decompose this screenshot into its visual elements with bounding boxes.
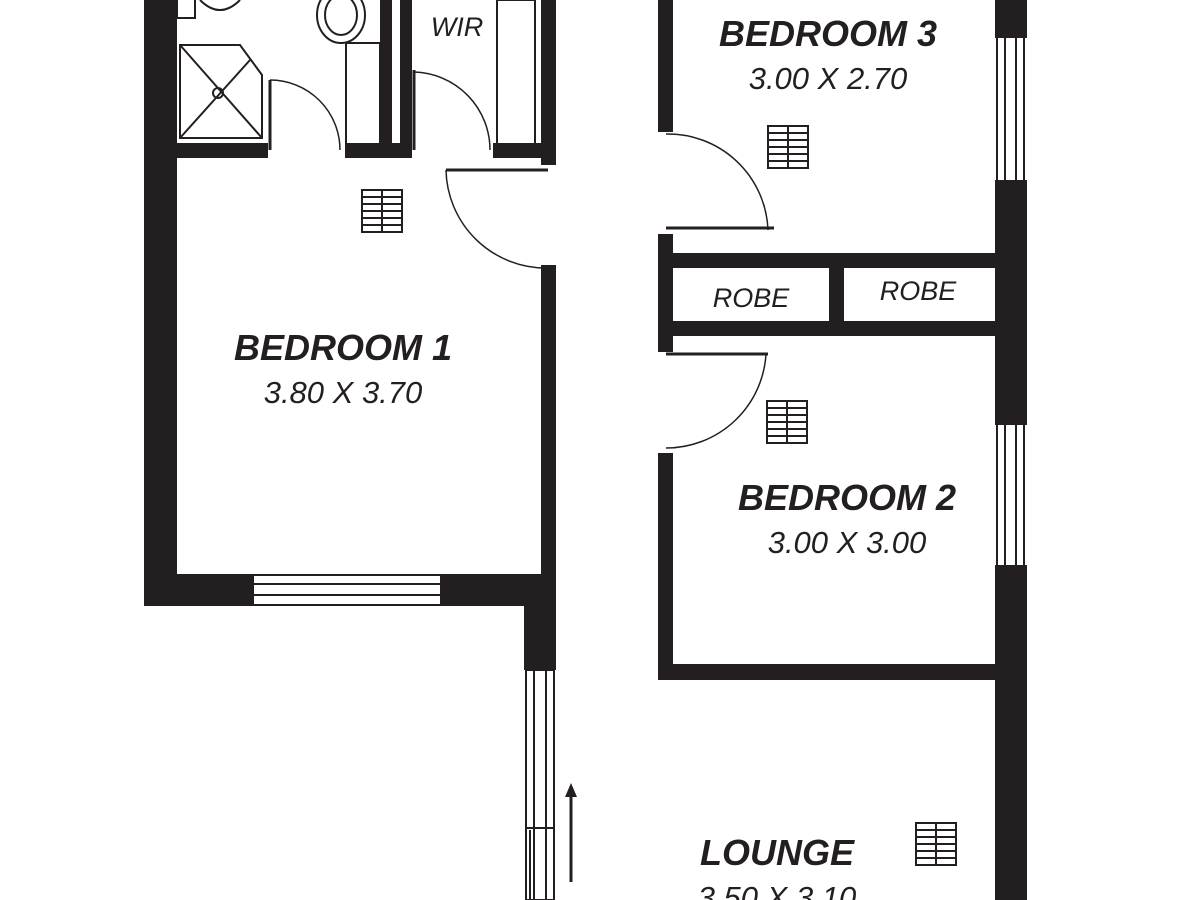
robe2-label: ROBE <box>880 276 958 306</box>
lounge-size: 3.50 X 3.10 <box>698 880 857 900</box>
bedroom1-window <box>251 574 443 606</box>
east-wall-c <box>995 565 1027 900</box>
bedroom1-door <box>445 168 548 269</box>
robe-divider <box>829 253 844 336</box>
bedroom3-size: 3.00 X 2.70 <box>749 61 908 96</box>
entry-arrow-icon <box>565 783 577 882</box>
vent-icon <box>766 400 808 444</box>
robe2-interior <box>844 268 995 321</box>
bedroom3-west-wall-a <box>658 0 673 132</box>
vent-icon <box>915 822 957 866</box>
bedroom3-door <box>665 133 774 231</box>
bedroom3-name: BEDROOM 3 <box>719 13 937 54</box>
wir-east-wall <box>541 0 556 165</box>
bedroom1-name: BEDROOM 1 <box>234 327 452 368</box>
walls <box>144 0 1027 900</box>
ensuite-door <box>268 79 341 151</box>
bedroom2-door <box>665 352 768 449</box>
sliding-door <box>525 669 555 900</box>
east-wall-a <box>995 0 1027 38</box>
wir-door <box>412 70 491 151</box>
ensuite-wall-a <box>177 143 268 158</box>
robe1-label: ROBE <box>713 283 791 313</box>
bedroom2-south-wall <box>658 664 1000 680</box>
hall-wall-pier <box>524 596 556 670</box>
fixtures <box>176 0 536 148</box>
vanity-icon <box>176 0 241 19</box>
vent-icons <box>361 125 957 866</box>
bedroom2-window <box>996 422 1025 568</box>
bedroom2-name: BEDROOM 2 <box>738 477 956 518</box>
vent-icon <box>361 189 403 233</box>
bedroom3-window <box>996 35 1025 183</box>
ensuite-wir-partition-2 <box>400 0 412 150</box>
bedroom2-size: 3.00 X 3.00 <box>768 525 927 560</box>
bedroom1-size: 3.80 X 3.70 <box>264 375 423 410</box>
robe1-interior <box>673 268 829 321</box>
windows <box>251 35 1025 900</box>
bedroom1-west-wall <box>144 0 177 606</box>
bedroom2-west-wall <box>658 453 673 679</box>
bedroom1-east-wall <box>541 265 556 606</box>
east-wall-b <box>995 180 1027 425</box>
shower-icon <box>179 44 263 139</box>
wir-shelf <box>496 0 536 146</box>
bedroom1-south-wall-a <box>144 574 254 606</box>
wir-label: WIR <box>431 12 483 42</box>
toilet-icon <box>316 0 381 148</box>
ensuite-wir-partition <box>380 0 392 150</box>
doors <box>268 70 774 449</box>
vent-icon <box>767 125 809 169</box>
wir-wall <box>493 143 541 158</box>
robe-west-wall <box>658 253 673 336</box>
lounge-name: LOUNGE <box>700 832 855 873</box>
